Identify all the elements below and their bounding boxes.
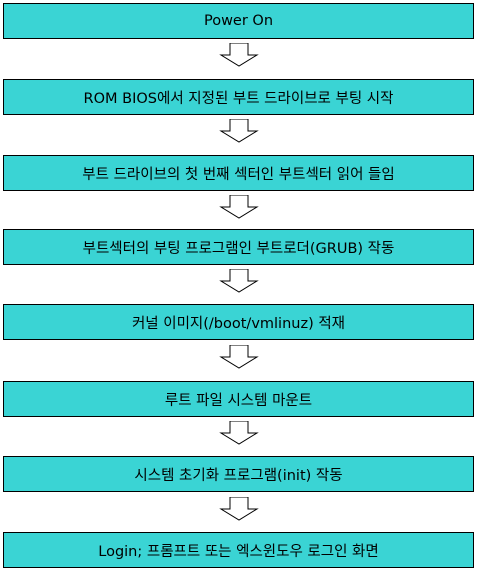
down-arrow-icon bbox=[219, 119, 259, 143]
down-arrow-icon bbox=[219, 43, 259, 67]
step-bios-boot: ROM BIOS에서 지정된 부트 드라이브로 부팅 시작 bbox=[3, 79, 474, 115]
down-arrow-icon bbox=[219, 195, 259, 219]
down-arrow-icon bbox=[219, 345, 259, 369]
down-arrow-icon bbox=[219, 269, 259, 293]
step-mount-root: 루트 파일 시스템 마운트 bbox=[3, 381, 474, 417]
step-load-kernel: 커널 이미지(/boot/vmlinuz) 적재 bbox=[3, 304, 474, 340]
down-arrow-icon bbox=[219, 421, 259, 445]
step-login: Login; 프롬프트 또는 엑스윈도우 로그인 화면 bbox=[3, 532, 474, 568]
step-bootloader: 부트섹터의 부팅 프로그램인 부트로더(GRUB) 작동 bbox=[3, 229, 474, 265]
step-power-on: Power On bbox=[3, 3, 474, 39]
down-arrow-icon bbox=[219, 497, 259, 521]
step-read-bootsector: 부트 드라이브의 첫 번째 섹터인 부트섹터 읽어 들임 bbox=[3, 155, 474, 191]
step-init: 시스템 초기화 프로그램(init) 작동 bbox=[3, 456, 474, 492]
